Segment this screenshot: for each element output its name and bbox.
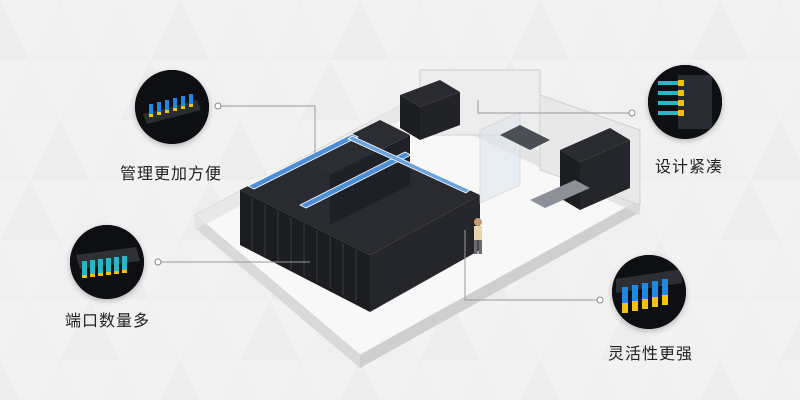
background-triangle bbox=[240, 300, 300, 360]
background-triangle bbox=[300, 60, 360, 120]
background-triangle bbox=[90, 0, 150, 60]
background-triangle bbox=[180, 300, 240, 360]
background-triangle bbox=[0, 120, 30, 180]
background-triangle bbox=[90, 120, 150, 180]
background-triangle bbox=[720, 180, 780, 240]
background-triangle bbox=[270, 0, 330, 60]
background-triangle bbox=[750, 0, 800, 60]
background-triangle bbox=[420, 300, 480, 360]
background-triangle bbox=[30, 0, 90, 60]
background-triangle bbox=[690, 240, 750, 300]
background-triangle bbox=[720, 60, 780, 120]
background-triangle bbox=[660, 300, 720, 360]
background-triangle bbox=[700, 360, 740, 400]
background-triangle bbox=[660, 180, 720, 240]
background-triangle bbox=[630, 0, 690, 60]
background-triangle bbox=[570, 0, 630, 60]
background-triangle bbox=[630, 120, 690, 180]
background-triangle bbox=[690, 0, 750, 60]
background-triangle bbox=[600, 60, 660, 120]
background-triangle bbox=[210, 240, 270, 300]
compact-module-icon bbox=[648, 65, 722, 139]
background-triangle bbox=[0, 360, 20, 400]
background-triangle bbox=[780, 80, 800, 120]
background-triangle bbox=[30, 120, 90, 180]
background-triangle bbox=[720, 300, 780, 360]
background-triangle bbox=[540, 300, 600, 360]
office-area bbox=[479, 111, 590, 208]
background-triangle bbox=[510, 240, 570, 300]
rack-door-lines bbox=[251, 198, 357, 302]
background-triangle bbox=[150, 0, 210, 60]
background-triangle bbox=[340, 360, 380, 400]
background-triangle bbox=[750, 120, 800, 180]
callout-label-compact: 设计紧凑 bbox=[655, 157, 724, 176]
background-triangle bbox=[150, 120, 210, 180]
background-triangle bbox=[510, 0, 570, 60]
background-triangle bbox=[150, 240, 210, 300]
background-triangle bbox=[400, 360, 440, 400]
background-triangle bbox=[390, 0, 450, 60]
background-triangle bbox=[690, 120, 750, 180]
background-triangle bbox=[30, 240, 90, 300]
background-triangle bbox=[600, 300, 660, 360]
leader-dots bbox=[154, 102, 636, 304]
background-triangle bbox=[750, 240, 800, 300]
background-triangle bbox=[160, 360, 200, 400]
background-triangle bbox=[220, 360, 260, 400]
background-triangle bbox=[40, 360, 80, 400]
cable-trays bbox=[247, 133, 471, 209]
background-triangle bbox=[460, 360, 500, 400]
background-triangle bbox=[580, 360, 620, 400]
background-triangle bbox=[0, 300, 60, 360]
background-triangle bbox=[0, 60, 60, 120]
background-triangle bbox=[60, 300, 120, 360]
background-triangle bbox=[100, 360, 140, 400]
background-triangle bbox=[450, 0, 510, 60]
background-triangle bbox=[0, 240, 30, 300]
callout-label-flexibility: 灵活性更强 bbox=[608, 344, 694, 363]
background-triangle bbox=[240, 60, 300, 120]
background-triangle bbox=[120, 300, 180, 360]
main-rack-cluster bbox=[240, 120, 480, 312]
background-triangle bbox=[0, 180, 60, 240]
background-triangle bbox=[210, 0, 270, 60]
high-density-ports-icon bbox=[70, 225, 144, 299]
callout-label-ports: 端口数量多 bbox=[65, 311, 151, 330]
leader-lines bbox=[158, 100, 632, 301]
background-triangle bbox=[210, 120, 270, 180]
background-triangle bbox=[760, 360, 800, 400]
background-triangle bbox=[780, 320, 800, 360]
fiber-patch-cassette-icon bbox=[135, 70, 209, 144]
background-triangle bbox=[0, 0, 30, 60]
background-triangle bbox=[280, 360, 320, 400]
background-triangle bbox=[60, 60, 120, 120]
technician-figure bbox=[474, 218, 482, 254]
flexible-connector-icon bbox=[612, 255, 686, 329]
background-triangle bbox=[330, 0, 390, 60]
background-triangle bbox=[520, 360, 560, 400]
background-triangle bbox=[480, 300, 540, 360]
background-triangle bbox=[780, 200, 800, 240]
background-triangle bbox=[640, 360, 680, 400]
callout-label-management: 管理更加方便 bbox=[120, 164, 223, 183]
background-triangle bbox=[120, 180, 180, 240]
